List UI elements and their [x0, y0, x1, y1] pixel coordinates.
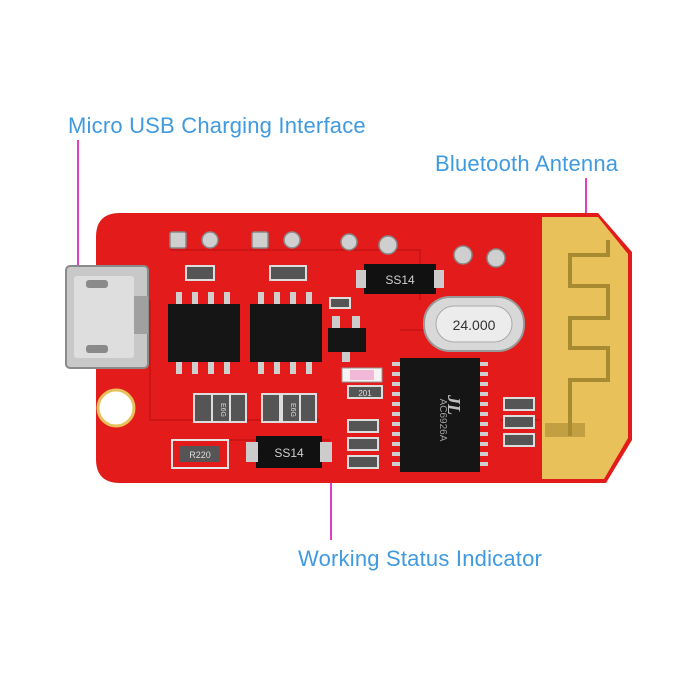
main-ic: JL AC6926A — [392, 358, 488, 472]
usb-callout-label: Micro USB Charging Interface — [68, 113, 366, 138]
diode-bottom: SS14 — [246, 436, 332, 468]
antenna-trace — [568, 240, 610, 436]
diode-top-text: SS14 — [385, 273, 415, 287]
transistor — [328, 316, 366, 362]
capacitor-cluster-right — [503, 397, 535, 447]
crystal-text: 24.000 — [453, 317, 496, 333]
crystal-oscillator: 24.000 — [423, 296, 525, 352]
indicator-callout-label: Working Status Indicator — [298, 546, 543, 571]
diode-bottom-text: SS14 — [274, 446, 304, 460]
top-pads — [169, 231, 506, 268]
resistor-r220-text: R220 — [189, 450, 211, 460]
status-led — [341, 367, 383, 383]
mounting-hole — [96, 388, 136, 428]
small-chip-1-text: E6G — [219, 403, 226, 417]
antenna-callout-label: Bluetooth Antenna — [435, 151, 619, 176]
capacitor-cluster-middle — [347, 419, 379, 469]
resistor-r220: R220 — [171, 439, 229, 469]
capacitor-cluster-left — [193, 393, 317, 423]
small-chip-2-text: E6G — [289, 403, 296, 417]
led-resistor-text: 201 — [358, 389, 372, 398]
micro-usb-connector — [65, 265, 149, 369]
main-ic-part: AC6926A — [437, 399, 448, 442]
led-resistor: 201 — [347, 385, 383, 399]
chip-right — [250, 292, 322, 374]
main-ic-logo: JL — [444, 394, 464, 415]
diode-top: SS14 — [356, 264, 444, 294]
small-resistors — [185, 265, 351, 309]
chip-left — [168, 292, 240, 374]
